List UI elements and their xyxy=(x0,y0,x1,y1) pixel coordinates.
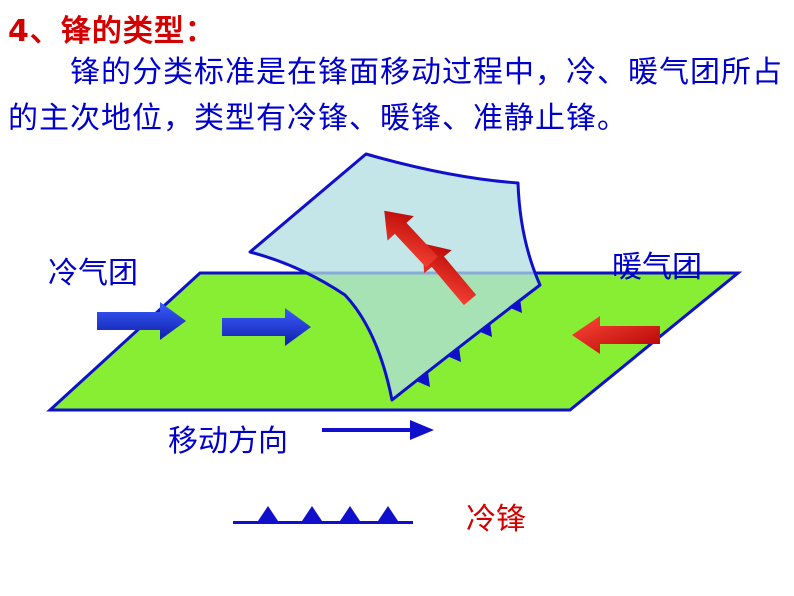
movement-direction-label: 移动方向 xyxy=(168,424,288,459)
front-surface xyxy=(248,152,542,402)
cold-air-mass-label: 冷气团 xyxy=(48,256,138,291)
intro-paragraph: 锋的分类标准是在锋面移动过程中，冷、暖气团所占的主次地位，类型有冷锋、暖锋、准静… xyxy=(8,55,783,136)
rising-warm-air-arrow xyxy=(422,243,477,306)
cold-front-symbol xyxy=(233,506,413,524)
warm-air-mass-label: 暖气团 xyxy=(612,250,702,285)
rising-warm-air-arrow xyxy=(384,210,438,268)
cold-front-legend-label: 冷锋 xyxy=(466,502,526,537)
movement-direction-arrow xyxy=(322,420,434,440)
cold-air-arrow xyxy=(97,302,186,340)
warm-air-arrow xyxy=(572,316,660,354)
section-heading: 4、锋的类型： xyxy=(8,14,216,49)
cold-air-arrow xyxy=(222,308,311,346)
